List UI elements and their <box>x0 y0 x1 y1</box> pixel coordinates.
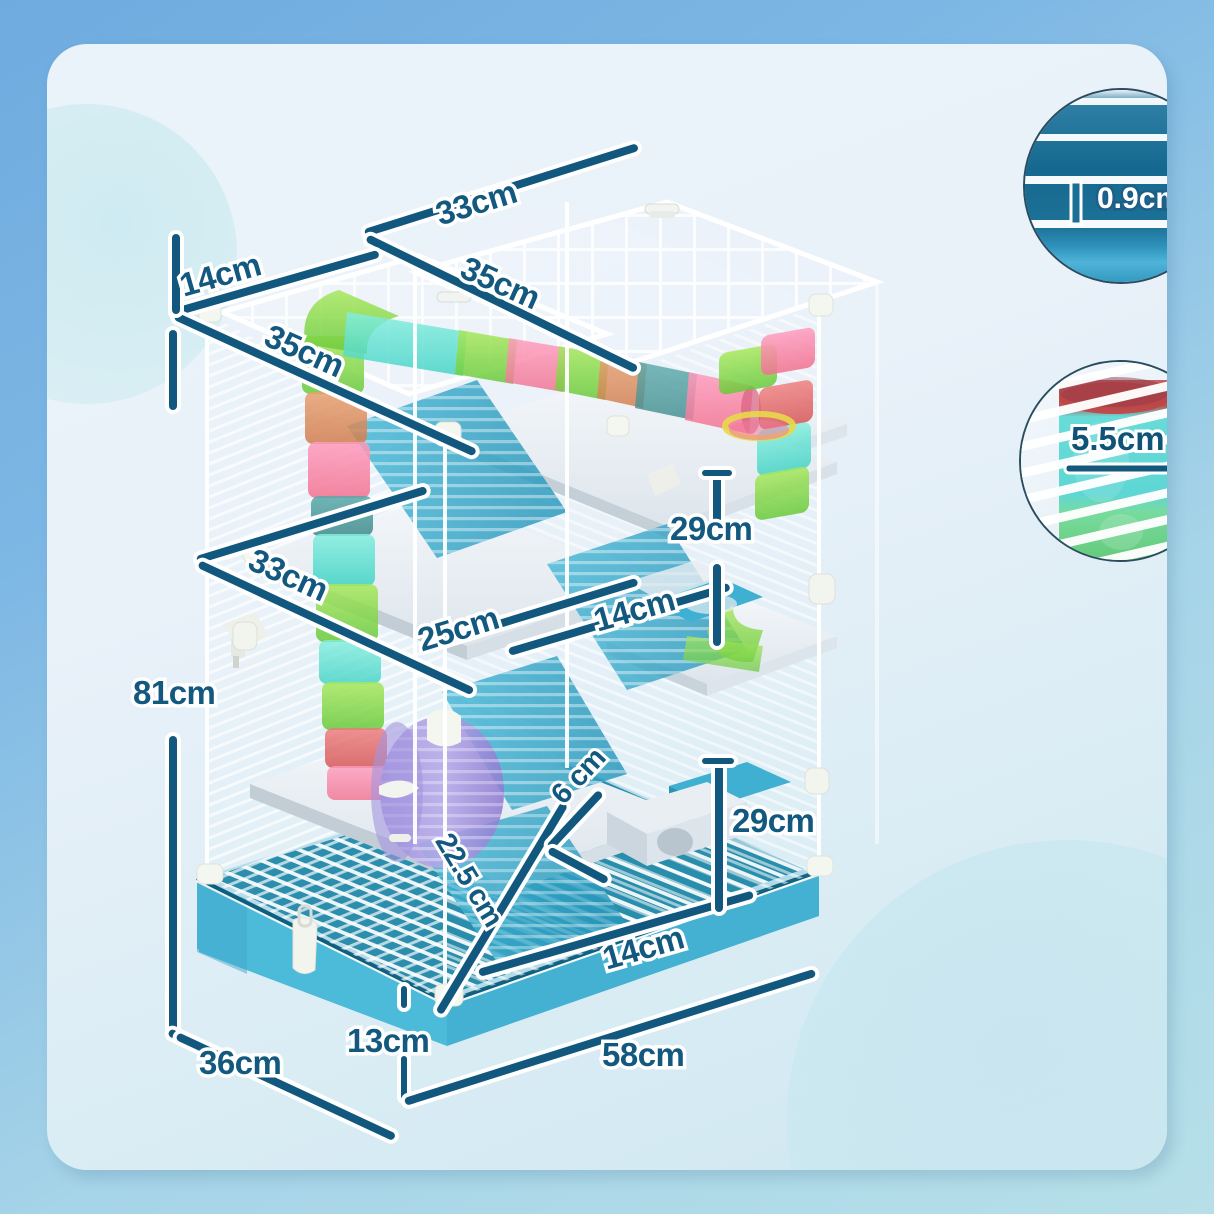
product-card: 33cm 35cm 14cm 35cm 33cm 25cm 14cm 29cm … <box>47 44 1167 1170</box>
rule-upper-shelf-tick <box>172 234 180 314</box>
ramp-upper-blue <box>347 380 567 558</box>
rule-tube-height-cap <box>702 470 732 476</box>
rule-lower-height <box>715 762 723 912</box>
dim-label-tray-height: 13cm <box>343 1019 433 1063</box>
dim-label-base-depth: 36cm <box>195 1041 285 1085</box>
ring-accessory <box>722 411 796 441</box>
bar-spacing-inset: 0.9cm <box>1023 88 1167 284</box>
dim-label-tube-height: 29cm <box>666 507 756 551</box>
tube-diameter-inset: 5.5cm <box>1019 360 1167 562</box>
exercise-wheel <box>371 709 504 868</box>
rule-total-height <box>169 330 177 410</box>
cage-latches <box>232 573 836 795</box>
dim-label-base-width: 58cm <box>598 1033 688 1077</box>
rule-tube-height-lower <box>713 564 721 646</box>
tube-diameter-label: 5.5cm <box>1068 417 1167 460</box>
tube-vertical-left <box>302 336 389 800</box>
ramp-lower-blue <box>442 656 627 810</box>
tray-door-handle <box>292 904 318 974</box>
rule-lower-height-cap <box>702 758 734 764</box>
rule-tray-height-top <box>401 986 407 1008</box>
dim-label-lower-height: 29cm <box>728 799 818 843</box>
bar-spacing-label: 0.9cm <box>1094 180 1167 218</box>
water-bottle-spout-upper <box>647 464 681 496</box>
rule-tube-height <box>713 474 721 540</box>
tube-system <box>302 290 815 800</box>
rule-tray-height-bottom <box>401 1056 407 1100</box>
dim-label-total-height: 81cm <box>129 671 219 715</box>
rule-total-height-main <box>169 736 177 1036</box>
